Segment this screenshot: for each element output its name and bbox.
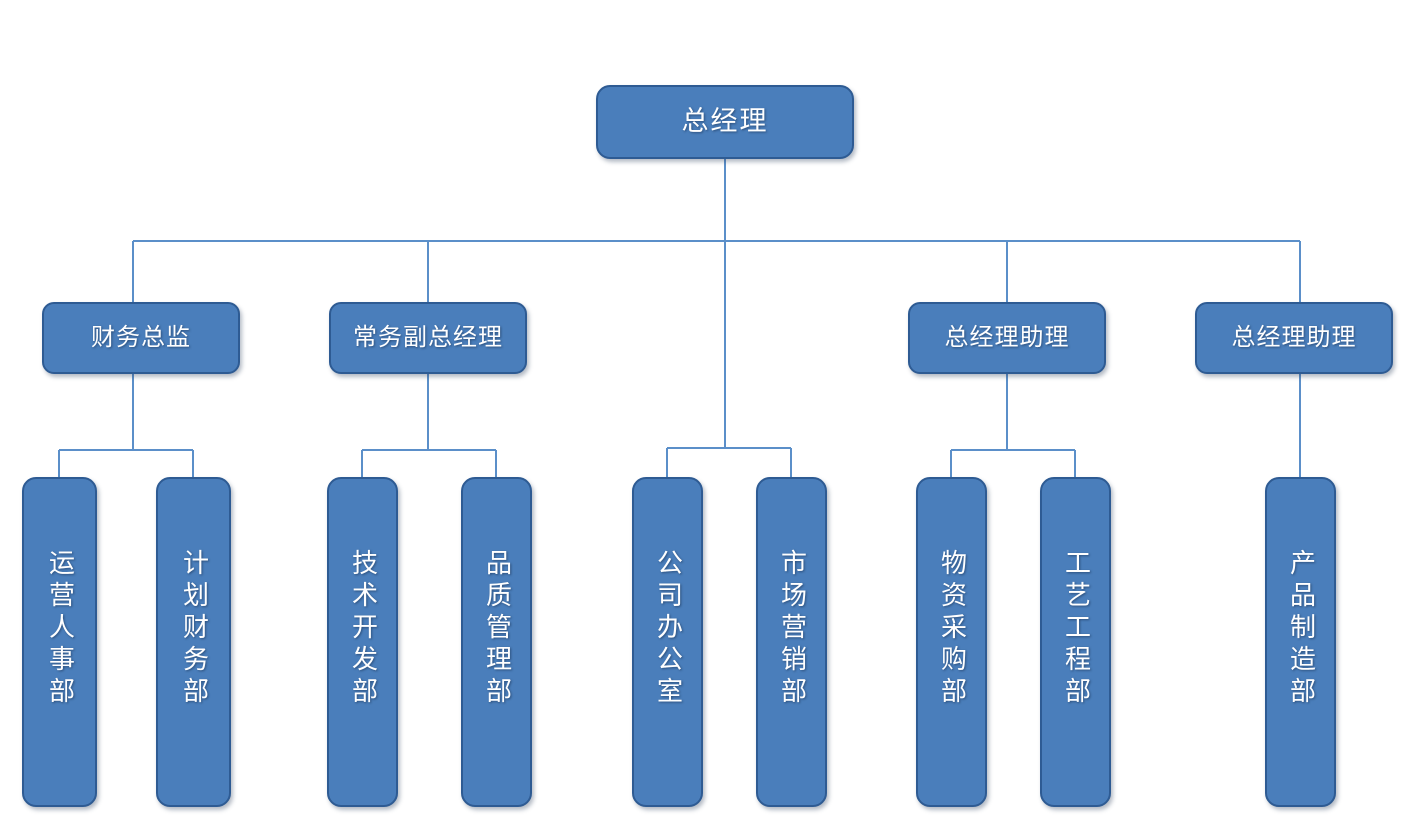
org-node-label: 市场营销部 [777, 549, 807, 709]
org-node-label: 工艺工程部 [1061, 549, 1091, 709]
org-node-label: 品质管理部 [482, 549, 512, 709]
org-node-n4[interactable]: 总经理助理 [1195, 302, 1393, 374]
org-node-n5[interactable]: 运营人事部 [22, 477, 97, 807]
org-node-label: 技术开发部 [348, 549, 378, 709]
org-node-n11[interactable]: 物资采购部 [916, 477, 987, 807]
org-node-n8[interactable]: 品质管理部 [461, 477, 532, 807]
org-node-label: 计划财务部 [179, 549, 209, 709]
org-node-n7[interactable]: 技术开发部 [327, 477, 398, 807]
org-node-label: 总经理 [681, 106, 769, 137]
org-node-label: 财务总监 [91, 324, 191, 351]
org-node-label: 运营人事部 [45, 549, 75, 709]
org-node-label: 总经理助理 [944, 324, 1070, 351]
org-node-n13[interactable]: 产品制造部 [1265, 477, 1336, 807]
org-node-n3[interactable]: 总经理助理 [908, 302, 1106, 374]
org-node-label: 物资采购部 [937, 549, 967, 709]
org-node-n1[interactable]: 财务总监 [42, 302, 240, 374]
org-node-n2[interactable]: 常务副总经理 [329, 302, 527, 374]
org-node-n0[interactable]: 总经理 [596, 85, 854, 159]
org-node-label: 常务副总经理 [353, 324, 503, 351]
org-node-n6[interactable]: 计划财务部 [156, 477, 231, 807]
org-node-label: 产品制造部 [1286, 549, 1316, 709]
org-node-n12[interactable]: 工艺工程部 [1040, 477, 1111, 807]
org-node-label: 总经理助理 [1231, 324, 1357, 351]
org-node-n9[interactable]: 公司办公室 [632, 477, 703, 807]
org-node-label: 公司办公室 [653, 549, 683, 709]
org-node-n10[interactable]: 市场营销部 [756, 477, 827, 807]
